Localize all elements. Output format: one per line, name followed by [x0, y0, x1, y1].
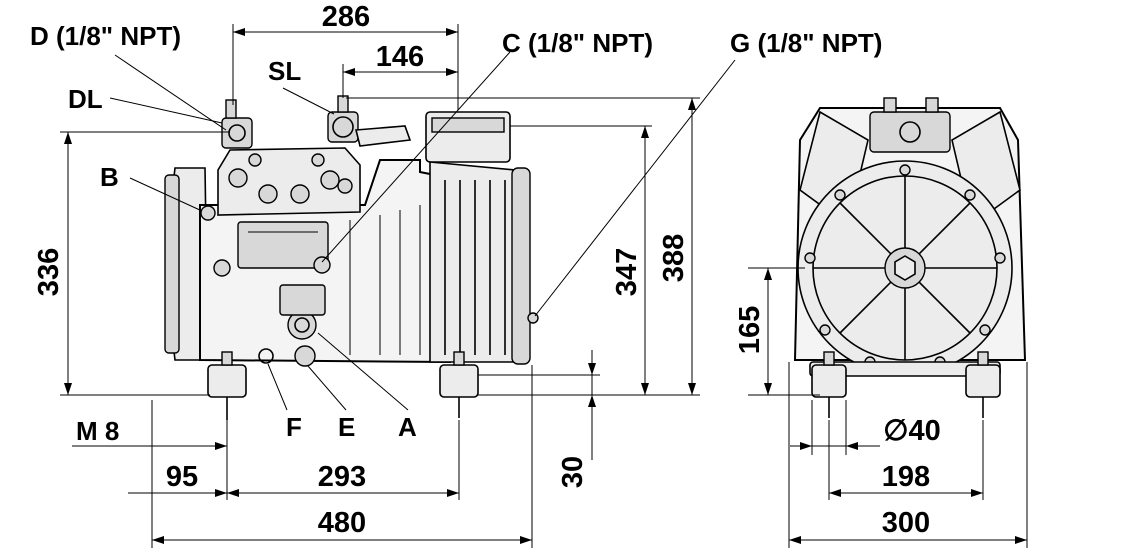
front-foot-left [207, 364, 247, 398]
front-head-bolts [228, 153, 353, 204]
front-oil-port-e [294, 345, 316, 367]
dim-bottom-left: 95 [166, 461, 198, 493]
dim-side-height: 165 [734, 306, 766, 354]
front-motor-ribs [444, 180, 506, 355]
dim-height-mid: 347 [611, 248, 643, 296]
callout-d-port: D (1/8" NPT) [30, 21, 181, 51]
front-foot-right [439, 364, 479, 398]
dimension-labels: 286 146 336 347 388 30 95 293 480 165 ∅4… [33, 1, 941, 539]
front-port-c [313, 256, 331, 274]
callout-b: B [100, 162, 119, 192]
front-left-flange [164, 174, 180, 354]
front-nameplate [237, 221, 329, 269]
dim-bottom-mid: 293 [318, 461, 366, 493]
dim-height-right: 388 [658, 234, 690, 282]
dim-sl-offset: 146 [376, 41, 424, 73]
front-discharge-valve [221, 117, 253, 149]
dim-side-total: 300 [882, 507, 930, 539]
callout-m8: M 8 [76, 416, 119, 446]
callout-labels: D (1/8" NPT) C (1/8" NPT) G (1/8" NPT) S… [30, 21, 882, 446]
callout-leaders [109, 51, 736, 411]
callout-sl: SL [268, 56, 301, 86]
front-port-f [258, 348, 274, 364]
dim-hole-diameter: ∅40 [883, 415, 941, 447]
dimension-arrows [64, 28, 1027, 544]
callout-a: A [398, 412, 417, 442]
dim-top-width: 286 [322, 1, 370, 33]
dimension-lines [60, 24, 1028, 548]
callout-c-port: C (1/8" NPT) [502, 28, 653, 58]
callout-dl: DL [68, 84, 103, 114]
dim-height-left: 336 [33, 248, 65, 296]
dim-side-foot-spacing: 198 [882, 461, 930, 493]
side-foot-right [965, 364, 1001, 398]
callout-g-port: G (1/8" NPT) [730, 28, 882, 58]
side-view [793, 97, 1027, 418]
side-foot-left [811, 364, 847, 398]
front-port-b [200, 205, 216, 221]
front-crankcase-ribs [349, 205, 421, 355]
front-right-flange [511, 167, 531, 365]
front-view [164, 95, 539, 420]
callout-e: E [338, 412, 355, 442]
dim-bottom-total: 480 [318, 507, 366, 539]
callout-f: F [286, 412, 302, 442]
dim-foot-height: 30 [557, 456, 589, 488]
